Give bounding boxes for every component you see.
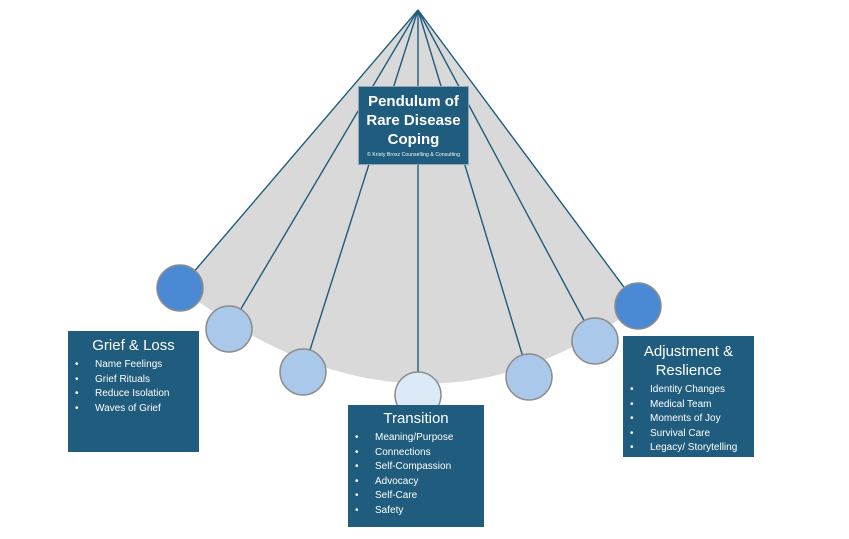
pendulum-ball — [571, 317, 619, 365]
list-item: Self-Care — [348, 489, 484, 504]
transition-list: Meaning/Purpose Connections Self-Compass… — [348, 431, 484, 518]
pendulum-ball-outer-right — [614, 282, 662, 330]
adjustment-list: Identity Changes Medical Team Moments of… — [623, 383, 754, 456]
pendulum-ball — [505, 353, 553, 401]
transition-title: Transition — [383, 410, 449, 427]
list-item: Advocacy — [348, 475, 484, 490]
adjustment-resilience-box: Adjustment & Reslience Identity Changes … — [623, 336, 754, 457]
list-item: Name Feelings — [68, 358, 199, 373]
list-item: Moments of Joy — [623, 412, 754, 427]
list-item: Medical Team — [623, 398, 754, 413]
title-box: Pendulum of Rare Disease Coping © Kristy… — [358, 86, 469, 165]
copyright-credit: © Kristy Brosz Counselling & Consulting — [367, 152, 460, 158]
list-item: Identity Changes — [623, 383, 754, 398]
pendulum-ball — [205, 305, 253, 353]
list-item: Legacy/ Storytelling — [623, 441, 754, 456]
pendulum-string — [179, 9, 419, 289]
pendulum-string — [417, 9, 596, 342]
pendulum-string — [417, 9, 530, 378]
grief-loss-list: Name Feelings Grief Rituals Reduce Isola… — [68, 358, 199, 416]
list-item: Waves of Grief — [68, 402, 199, 417]
pendulum-string — [228, 9, 419, 330]
list-item: Safety — [348, 504, 484, 519]
adjustment-title: Adjustment & Reslience — [643, 343, 734, 379]
list-item: Grief Rituals — [68, 373, 199, 388]
list-item: Connections — [348, 446, 484, 461]
list-item: Reduce Isolation — [68, 387, 199, 402]
grief-loss-box: Grief & Loss Name Feelings Grief Rituals… — [68, 331, 199, 452]
list-item: Self-Compassion — [348, 460, 484, 475]
diagram-title: Pendulum of Rare Disease Coping — [366, 93, 461, 148]
pendulum-strings — [179, 9, 639, 395]
list-item: Meaning/Purpose — [348, 431, 484, 446]
pendulum-string — [302, 9, 419, 373]
transition-box: Transition Meaning/Purpose Connections S… — [348, 405, 484, 527]
list-item: Survival Care — [623, 427, 754, 442]
grief-loss-title: Grief & Loss — [92, 337, 175, 354]
pendulum-swing-fan — [180, 10, 638, 384]
pendulum-string — [417, 9, 639, 307]
pendulum-ball-outer-left — [156, 264, 204, 312]
pendulum-ball — [279, 348, 327, 396]
